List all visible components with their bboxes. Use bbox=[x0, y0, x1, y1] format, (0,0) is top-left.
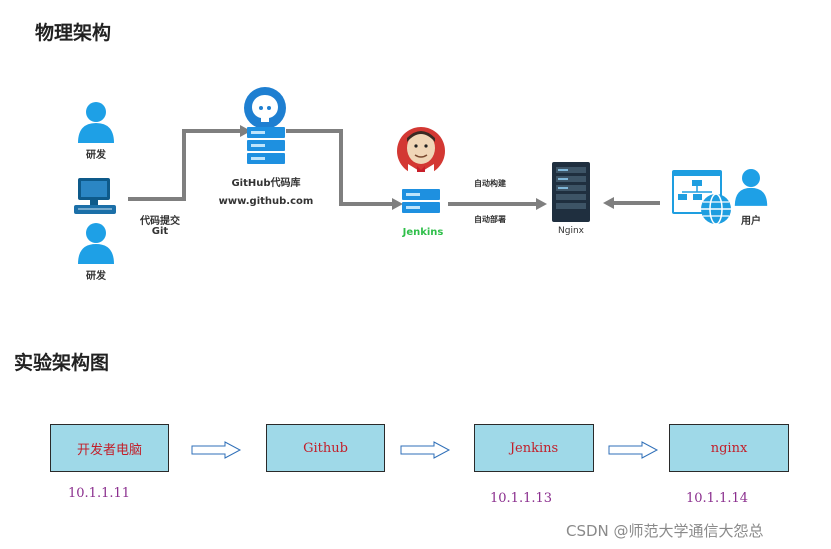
developer-label-bottom: 研发 bbox=[86, 271, 106, 282]
git-label: Git bbox=[151, 226, 169, 237]
developer-person-icon bbox=[78, 223, 114, 264]
block-arrow-2 bbox=[400, 441, 451, 459]
block-arrow-3 bbox=[608, 441, 659, 459]
node-dev-pc: 开发者电脑 bbox=[50, 424, 169, 472]
node-label: Github bbox=[303, 440, 348, 456]
node-nginx: nginx bbox=[669, 424, 789, 472]
auto-build-label: 自动构建 bbox=[474, 179, 506, 188]
csdn-watermark: CSDN @师范大学通信大怨总 bbox=[566, 522, 764, 540]
jenkins-server-icon bbox=[402, 189, 440, 213]
developer-label-top: 研发 bbox=[86, 150, 106, 161]
block-arrow-1 bbox=[191, 441, 242, 459]
webhook-arrowhead bbox=[392, 198, 403, 210]
github-url: www.github.com bbox=[218, 196, 314, 207]
computer-icon bbox=[74, 178, 116, 214]
node-label: Jenkins bbox=[509, 440, 559, 456]
node-github: Github bbox=[266, 424, 385, 472]
node-label: nginx bbox=[710, 440, 748, 456]
website-globe-icon bbox=[672, 170, 731, 225]
github-octocat-icon bbox=[244, 87, 286, 129]
commit-arrow bbox=[128, 129, 240, 201]
auto-deploy-label: 自动部署 bbox=[474, 215, 506, 224]
github-repo-name: GitHub代码库 bbox=[231, 178, 301, 189]
ip-dev-pc: 10.1.1.11 bbox=[68, 486, 131, 501]
nginx-server-rack-icon bbox=[552, 162, 590, 222]
user-request-arrowhead bbox=[603, 197, 614, 209]
node-label: 开发者电脑 bbox=[76, 442, 142, 458]
github-server-icon bbox=[247, 127, 285, 164]
lab-architecture-title: 实验架构图 bbox=[14, 352, 110, 374]
user-label: 用户 bbox=[741, 216, 761, 227]
ip-nginx: 10.1.1.14 bbox=[686, 491, 749, 506]
node-jenkins: Jenkins bbox=[474, 424, 594, 472]
commit-arrowhead bbox=[240, 125, 251, 137]
user-person-icon bbox=[734, 169, 768, 206]
jenkins-label: Jenkins bbox=[402, 227, 444, 238]
webhook-arrow bbox=[286, 129, 392, 206]
developer-person-icon bbox=[78, 102, 114, 143]
commit-label: 代码提交 bbox=[140, 216, 180, 227]
nginx-label: Nginx bbox=[558, 226, 584, 236]
deploy-arrowhead bbox=[536, 198, 547, 210]
physical-architecture-title: 物理架构 bbox=[35, 22, 112, 44]
ip-jenkins: 10.1.1.13 bbox=[490, 491, 553, 506]
jenkins-butler-icon bbox=[397, 127, 445, 186]
